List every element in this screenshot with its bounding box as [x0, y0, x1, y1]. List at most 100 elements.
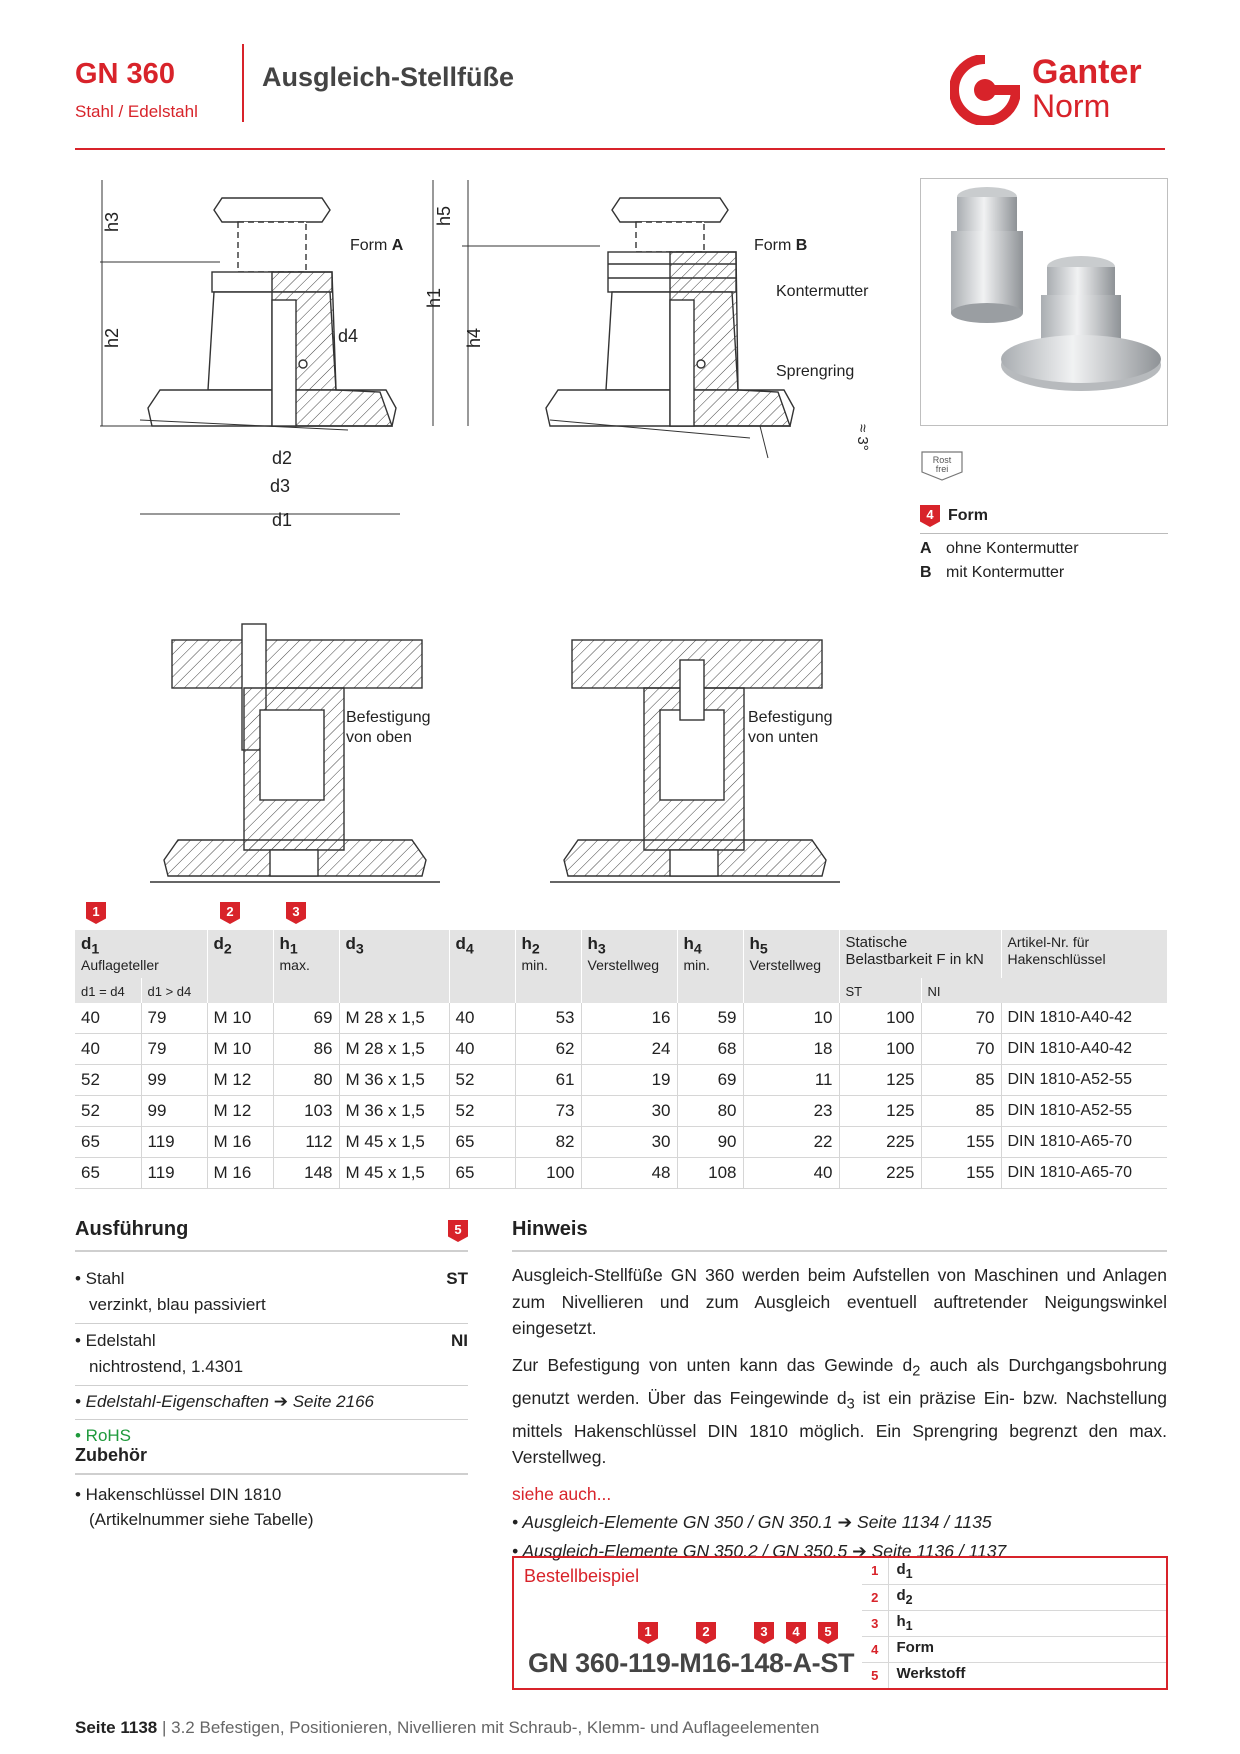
hinweis-p1: Ausgleich-Stellfüße GN 360 werden beim A…	[512, 1265, 1167, 1338]
header-rule	[75, 148, 1165, 150]
product-code: GN 360	[75, 58, 175, 90]
table-cell: M 16	[207, 1157, 274, 1190]
table-cell: 62	[515, 1033, 582, 1066]
dim-h4: h4	[464, 328, 484, 348]
ganter-g-icon	[950, 55, 1020, 125]
table-cell: 48	[581, 1157, 678, 1190]
product-photo	[920, 178, 1168, 426]
col-d4: d4	[449, 930, 516, 1004]
table-subheader-row: d1 = d4 d1 > d4 ST NI	[75, 978, 1167, 1004]
table-cell: 40	[449, 1033, 516, 1066]
table-cell: 69	[677, 1064, 744, 1097]
see-also-link-1[interactable]: • Ausgleich-Elemente GN 350 / GN 350.1 ➔…	[512, 1512, 992, 1532]
table-cell: 90	[677, 1126, 744, 1159]
table-cell: 112	[273, 1126, 340, 1159]
dim-d1: d1	[272, 510, 292, 530]
table-cell: DIN 1810-A52-55	[1001, 1095, 1167, 1128]
hinweis-text: Ausgleich-Stellfüße GN 360 werden beim A…	[512, 1262, 1167, 1566]
table-cell: 70	[921, 1003, 1002, 1035]
table-cell: 65	[75, 1126, 142, 1159]
material-code-ni: NI	[451, 1331, 468, 1350]
col-d1-gt: d1 > d4	[141, 978, 208, 1004]
table-cell: 40	[449, 1003, 516, 1035]
table-cell: 52	[75, 1064, 142, 1097]
table-cell: 52	[449, 1064, 516, 1097]
table-cell: 19	[581, 1064, 678, 1097]
table-cell: M 28 x 1,5	[339, 1033, 450, 1066]
table-cell: DIN 1810-A40-42	[1001, 1003, 1167, 1035]
table-cell: 53	[515, 1003, 582, 1035]
stainless-properties-link[interactable]: • Edelstahl-Eigenschaften ➔ Seite 2166	[75, 1386, 468, 1420]
order-example-box: Bestellbeispiel 1 2 3 4 5 GN 360-119-M16…	[512, 1556, 1168, 1690]
table-cell: 22	[743, 1126, 840, 1159]
rost-frei-line2: frei	[936, 464, 949, 474]
dim-d3: d3	[270, 476, 290, 496]
mount-bottom-line2: von unten	[748, 729, 818, 746]
mount-top-line1: Befestigung	[346, 709, 431, 726]
table-cell: 40	[75, 1033, 142, 1066]
col-load-st: ST	[839, 978, 922, 1004]
table-cell: M 28 x 1,5	[339, 1003, 450, 1035]
page-title: Ausgleich-Stellfüße	[262, 62, 515, 92]
ausfuehrung-title: Ausführung	[75, 1218, 189, 1240]
table-cell: 225	[839, 1126, 922, 1159]
table-cell: 103	[273, 1095, 340, 1128]
label-sprengring: Sprengring	[776, 363, 854, 380]
table-cell: 65	[449, 1126, 516, 1159]
table-cell: DIN 1810-A40-42	[1001, 1033, 1167, 1066]
header-separator	[242, 44, 244, 122]
dim-d2: d2	[272, 448, 292, 468]
table-cell: 79	[141, 1003, 208, 1035]
dim-h2: h2	[102, 328, 122, 348]
form-option-b: B mit Kontermutter	[920, 564, 1065, 581]
table-cell: 65	[75, 1157, 142, 1190]
table-cell: 65	[449, 1157, 516, 1190]
hinweis-p2: Zur Befestigung von unten kann das Gewin…	[512, 1354, 1167, 1468]
table-cell: 30	[581, 1126, 678, 1159]
table-cell: M 45 x 1,5	[339, 1157, 450, 1190]
form-badge: 4	[920, 505, 940, 527]
product-photo-image	[951, 187, 1161, 391]
ausfuehrung-rule	[75, 1250, 468, 1252]
see-also-label: siehe auch...	[512, 1483, 612, 1504]
form-a-label: Form A	[350, 237, 404, 254]
table-cell: 99	[141, 1095, 208, 1128]
table-cell: 225	[839, 1157, 922, 1190]
col-d3: d3	[339, 930, 450, 1004]
order-example-label: Bestellbeispiel	[524, 1566, 640, 1586]
table-cell: DIN 1810-A65-70	[1001, 1126, 1167, 1159]
table-cell: 100	[515, 1157, 582, 1190]
brand-name-2: Norm	[1032, 88, 1111, 124]
chapter-title: 3.2 Befestigen, Positionieren, Nivellier…	[171, 1718, 820, 1737]
ganter-norm-logo[interactable]: Ganter Norm	[950, 55, 1182, 127]
table-badge-3: 3	[286, 902, 306, 924]
table-cell: 16	[581, 1003, 678, 1035]
table-cell: 125	[839, 1095, 922, 1128]
see-also-link-2[interactable]: • Ausgleich-Elemente GN 350.2 / GN 350.5…	[512, 1540, 1007, 1561]
form-option-a: A ohne Kontermutter	[920, 540, 1079, 557]
table-cell: 52	[75, 1095, 142, 1128]
table-cell: 155	[921, 1157, 1002, 1190]
table-cell: 23	[743, 1095, 840, 1128]
table-badge-1: 1	[86, 902, 106, 924]
table-cell: 59	[677, 1003, 744, 1035]
table-cell: 82	[515, 1126, 582, 1159]
